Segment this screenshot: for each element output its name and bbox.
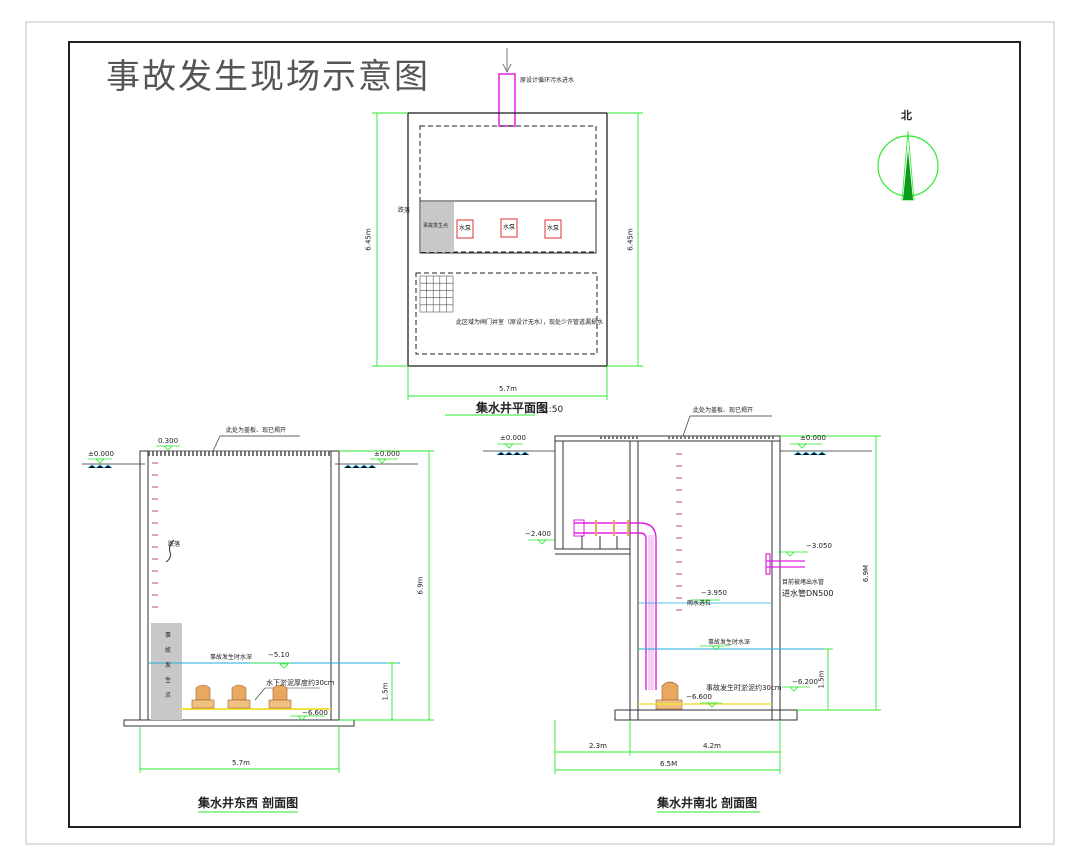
plan-caption: 集水井平面图 xyxy=(476,401,549,415)
ew-accident-char-5: 点 xyxy=(165,692,172,699)
ns-level-outlet: −3.050 xyxy=(806,542,832,550)
ew-dim-top: 0.300 xyxy=(158,437,179,445)
ew-level-right: ±0.000 xyxy=(374,450,400,458)
ew-level-left: ±0.000 xyxy=(88,450,114,458)
ew-dim-width: 5.7m xyxy=(232,759,250,767)
plan-inlet-note: 原设计循环污水进水 xyxy=(520,77,575,84)
ns-dim-depth: 6.9M xyxy=(862,564,871,583)
ns-level-pipe: −2.400 xyxy=(525,530,551,538)
ns-water-note: 事故发生时水深 xyxy=(708,639,751,646)
pump-box-1 xyxy=(456,219,474,239)
ns-level-overflow: −3.950 xyxy=(701,589,727,597)
plan-grid-note: 此区域为闸门井室（原设计无水），现处少许管道漏损水 xyxy=(456,319,604,326)
ew-dimensions xyxy=(139,450,434,813)
accident-point-box xyxy=(421,202,454,252)
plan-pump-3: 水泵 xyxy=(547,225,560,232)
ew-accident-column xyxy=(151,623,182,720)
ew-accident-char-3: 发 xyxy=(165,662,172,669)
ns-level-left: ±0.000 xyxy=(500,434,526,442)
ew-bottom-level: −6.600 xyxy=(302,709,328,717)
ns-level-right: ±0.000 xyxy=(800,434,826,442)
ns-level-sludge: −6.200 xyxy=(792,678,818,686)
pump-box-2 xyxy=(500,218,518,238)
ns-dim-mid: 4.2m xyxy=(703,742,721,750)
plan-view xyxy=(372,48,643,416)
plan-dim-width: 5.7m xyxy=(499,385,517,393)
ew-pumps xyxy=(191,684,292,709)
plan-pump-1: 水泵 xyxy=(459,225,472,232)
ew-dim-water: 1.5m xyxy=(381,682,390,701)
ns-dim-total: 6.5M xyxy=(660,760,678,768)
ew-ladder xyxy=(152,462,158,608)
ew-water-note: 事故发生时水深 xyxy=(210,654,253,661)
ns-pipe xyxy=(574,522,657,690)
plan-pump-2: 水泵 xyxy=(503,224,516,231)
ns-section xyxy=(483,415,881,813)
ns-dim-left: 2.3m xyxy=(589,742,607,750)
plan-dim-left: 6.45m xyxy=(364,228,373,251)
ew-accident-char-1: 事 xyxy=(165,632,172,639)
ew-fall-label: 跌落 xyxy=(168,541,181,548)
ns-outlet-note-2: 进水管DN500 xyxy=(782,589,834,598)
ew-sludge-note: 水下淤泥厚度约30cm xyxy=(266,679,335,687)
ns-caption: 集水井南北 剖面图 xyxy=(657,796,758,810)
page-title: 事故发生现场示意图 xyxy=(106,57,430,97)
plan-accident-label: 事故发生点 xyxy=(423,223,449,229)
north-label: 北 xyxy=(901,109,912,122)
inner-frame xyxy=(68,41,1021,828)
ew-water-level: −5.10 xyxy=(268,651,290,659)
ns-top-note: 此处为盖板、现已揭开 xyxy=(693,407,754,414)
ns-outlet-note-1: 目前被堵出水管 xyxy=(782,579,825,586)
ew-dim-depth: 6.9m xyxy=(416,576,425,595)
ns-overflow-note: 雨水进位 xyxy=(687,600,712,607)
ew-section xyxy=(82,435,434,813)
ew-caption: 集水井东西 剖面图 xyxy=(198,796,299,810)
pump-box-3 xyxy=(544,219,562,239)
ew-accident-char-4: 生 xyxy=(165,677,172,684)
ew-accident-char-2: 故 xyxy=(165,647,172,654)
north-arrow xyxy=(877,130,939,201)
ns-sludge-note: 事故发生时淤泥约30cm xyxy=(706,684,782,692)
outer-frame xyxy=(25,21,1055,845)
ns-dimensions xyxy=(554,435,881,813)
ew-top-note: 此处为盖板、现已揭开 xyxy=(226,427,287,434)
ns-ladder xyxy=(676,453,682,611)
plan-dimensions xyxy=(372,112,643,416)
plan-scale: 1:50 xyxy=(543,405,564,415)
ns-outlet-pipe xyxy=(765,553,805,575)
ns-bottom-level: −6.600 xyxy=(686,693,712,701)
grate-grid xyxy=(419,275,454,313)
ns-dim-water: 1.5m xyxy=(817,670,826,689)
plan-fall-label: 跌落 xyxy=(398,207,411,214)
plan-dim-right: 6.45m xyxy=(626,228,635,251)
